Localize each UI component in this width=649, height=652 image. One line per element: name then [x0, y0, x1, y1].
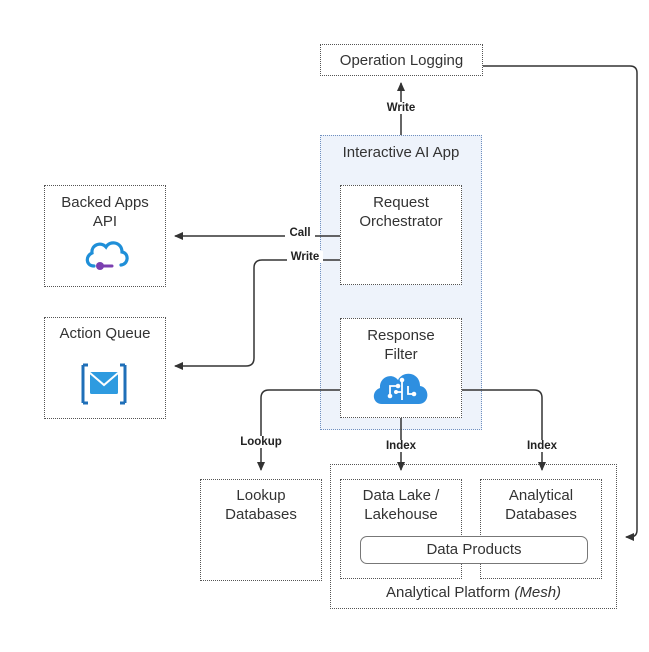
operation-logging-box: [320, 44, 483, 76]
backed-apps-api-label: Backed Apps API: [61, 194, 149, 230]
analytical-platform-name: Analytical Platform: [385, 584, 511, 601]
logging-to-platform-arrow: [483, 65, 638, 541]
call-label: Call: [285, 227, 315, 239]
lookup-label: Lookup: [233, 436, 289, 448]
operation-logging-label: Operation Logging: [339, 52, 464, 69]
index-lake-label: Index: [381, 440, 421, 452]
analytical-platform-label: Analytical Platform (Mesh): [330, 583, 617, 602]
write-queue-label: Write: [287, 251, 323, 263]
analytical-databases-label: Analytical Databases: [505, 487, 577, 523]
index-analytical-label: Index: [522, 440, 562, 452]
write-logging-label: Write: [381, 102, 421, 114]
envelope-queue-icon: [81, 363, 127, 405]
response-filter-label: Response Filter: [367, 327, 435, 363]
index-analytical-arrow: [462, 389, 546, 471]
interactive-ai-app-label: Interactive AI App: [342, 144, 460, 161]
backed-apps-api-box: [44, 185, 166, 287]
request-orchestrator-label: Request Orchestrator: [359, 194, 443, 230]
lookup-databases-label: Lookup Databases: [225, 487, 297, 523]
analytical-platform-suffix: (Mesh): [514, 584, 562, 601]
lookup-databases-box: [200, 479, 322, 581]
cloud-circuit-icon: [373, 373, 428, 404]
lookup-arrow: [257, 389, 340, 471]
action-queue-box: [44, 317, 166, 419]
cloud-api-icon: [85, 241, 129, 270]
action-queue-label: Action Queue: [59, 325, 151, 342]
write-queue-arrow: [174, 259, 340, 370]
data-lake-label: Data Lake / Lakehouse: [362, 487, 440, 523]
data-products-pill: Data Products: [360, 536, 588, 564]
request-orchestrator-box: [340, 185, 462, 285]
